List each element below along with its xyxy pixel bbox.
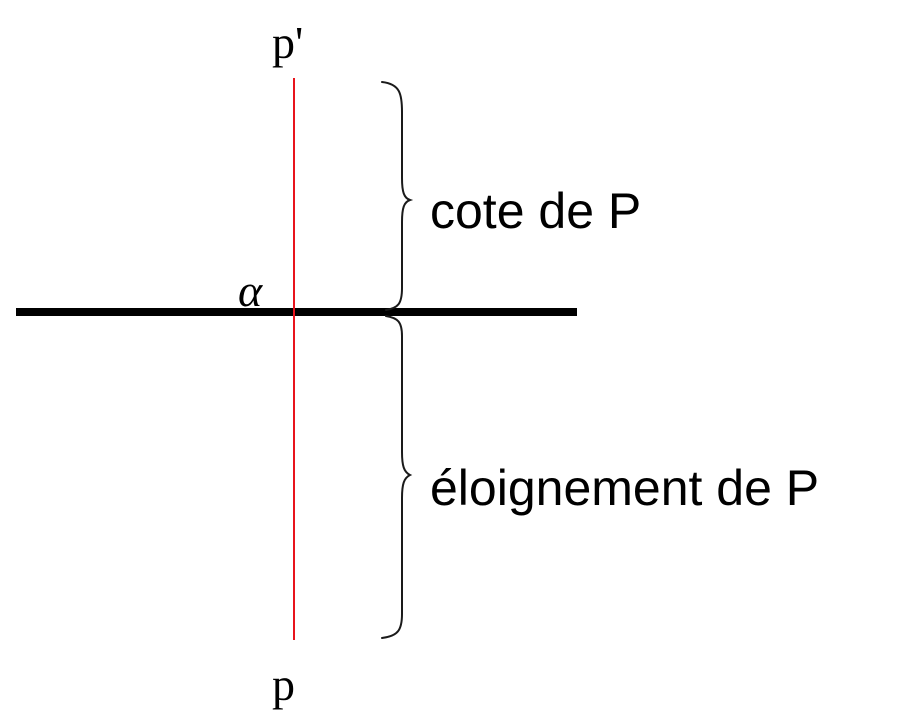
ground-line-label: α [238,265,263,316]
bottom-point-label: p [272,659,295,710]
lower-brace [381,315,413,639]
lower-brace-label: éloignement de P [430,460,819,516]
upper-brace-label: cote de P [430,183,641,239]
top-point-label: p' [272,17,303,68]
upper-brace [381,81,414,311]
